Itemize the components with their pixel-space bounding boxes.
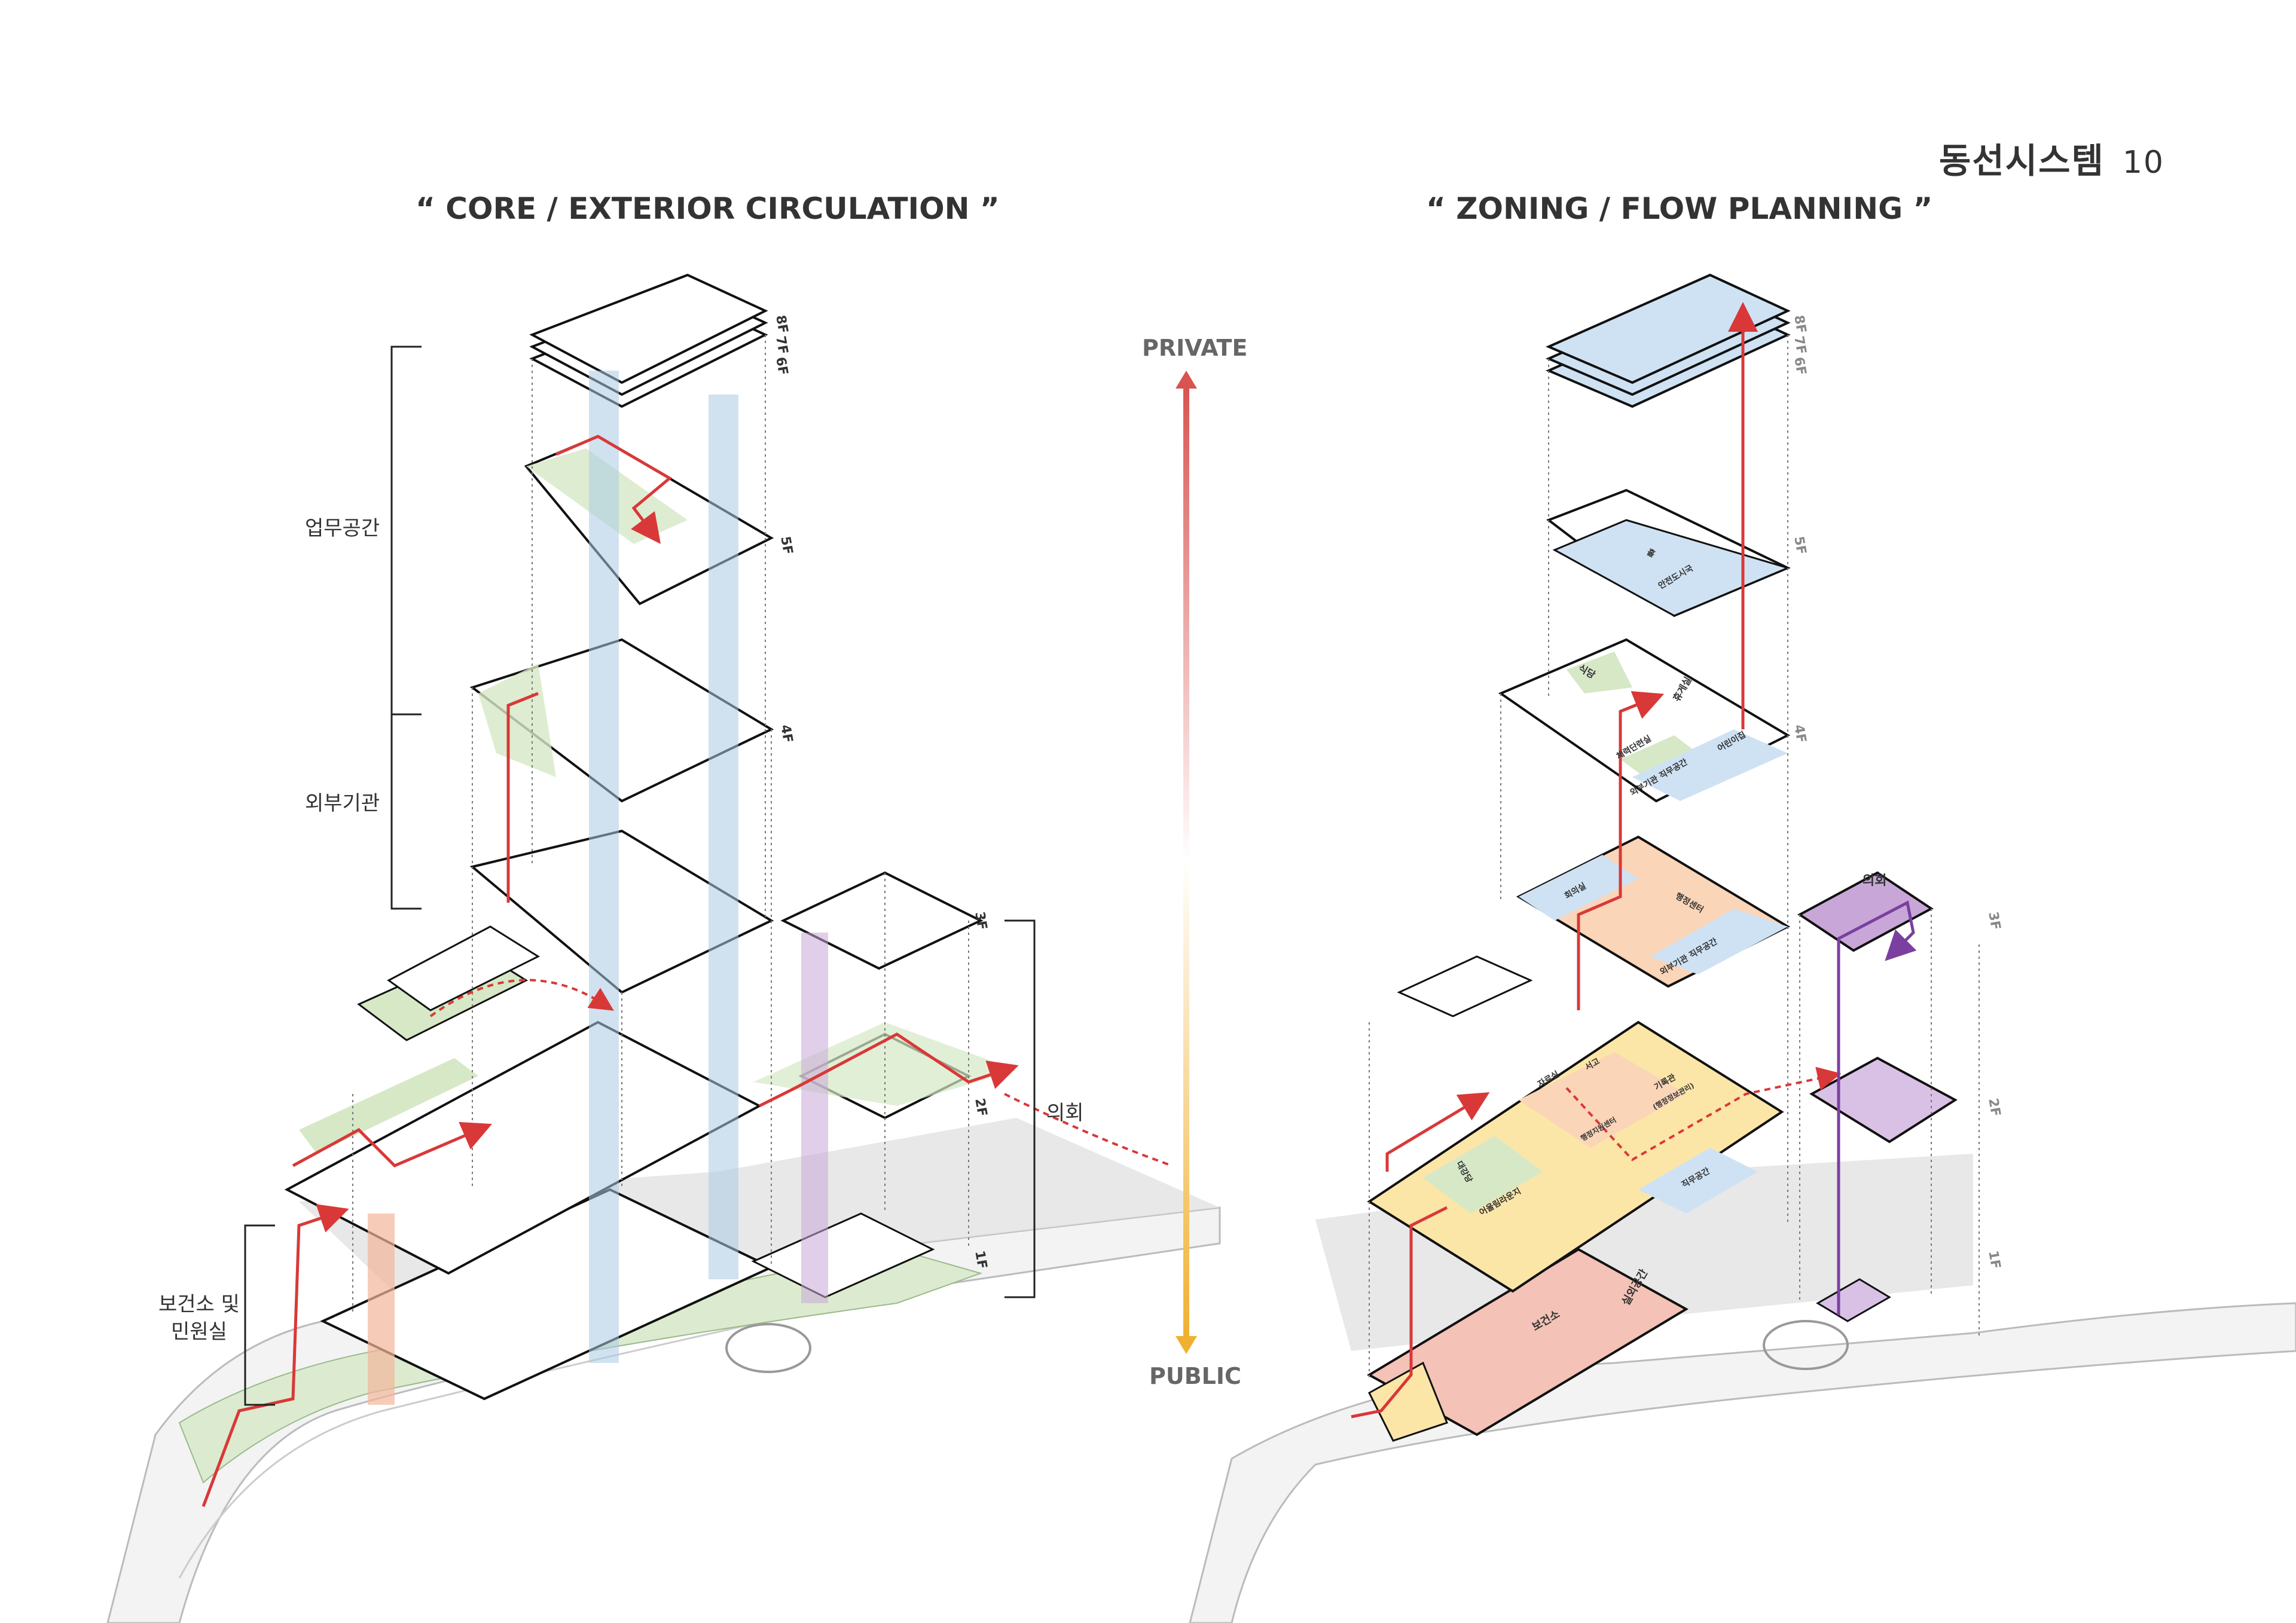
- left-route-2f: [292, 1121, 492, 1167]
- left-site-ground: [106, 1118, 1221, 1623]
- left-floor-4f: [469, 638, 774, 803]
- page-number: 10: [2122, 145, 2164, 181]
- left-floor-3f: [357, 829, 984, 1041]
- left-floor-label-2f: 2F: [972, 1097, 990, 1118]
- left-floor-label-5f: 5F: [777, 535, 796, 556]
- left-panel-title: “ CORE / EXTERIOR CIRCULATION ”: [416, 191, 1000, 226]
- left-floor-label-3f: 3F: [972, 910, 990, 931]
- left-route-council-dashed: [1004, 1093, 1173, 1167]
- label-external-agencies: 외부기관: [305, 791, 380, 815]
- right-floor-4f: [1498, 638, 1791, 803]
- right-floor-label-7f: 7F: [1791, 335, 1809, 356]
- right-floor-label-3f: 3F: [1985, 910, 2004, 931]
- right-route-council: [1837, 900, 1917, 1315]
- right-floor-3f: [1397, 835, 1934, 1017]
- left-route-5f: [555, 435, 673, 544]
- left-brackets: [244, 346, 1036, 1406]
- right-floor-label-1f: 1F: [1985, 1249, 2004, 1270]
- left-floor-label-7f: 7F: [773, 335, 791, 356]
- left-route-vertical: [506, 692, 539, 903]
- core-orange: [368, 1214, 395, 1405]
- left-floor-label-1f: 1F: [972, 1249, 990, 1270]
- right-floor-label-8f: 8F: [1791, 314, 1809, 335]
- right-floor-1f: [1367, 1248, 1891, 1442]
- axis-arrow-bottom: [1176, 1336, 1197, 1354]
- right-floor-label-2f: 2F: [1985, 1097, 2004, 1118]
- right-floor-5f: [1546, 488, 1791, 618]
- page-title: 동선시스템 10: [1939, 133, 2164, 183]
- private-public-axis: [1183, 383, 1189, 1339]
- right-floor-678f: [1546, 273, 1791, 408]
- label-office-space: 업무공간: [305, 516, 380, 540]
- right-floor-label-6f: 6F: [1791, 356, 1809, 377]
- right-floor-2f: [1367, 1020, 1958, 1293]
- left-floor-678f: [529, 273, 768, 408]
- axis-label-private: PRIVATE: [1142, 335, 1248, 361]
- label-council-right: 의회: [1863, 873, 1887, 888]
- left-floor-label-8f: 8F: [773, 314, 791, 335]
- right-route-vertical: [1577, 691, 1665, 1010]
- left-route-entrance: [201, 1204, 349, 1507]
- left-floor-label-6f: 6F: [773, 356, 791, 377]
- core-blue-b: [709, 395, 738, 1279]
- axis-label-public: PUBLIC: [1149, 1363, 1241, 1389]
- label-council-left: 의회: [1046, 1101, 1084, 1125]
- core-purple: [801, 933, 828, 1303]
- axis-arrow-top: [1176, 371, 1197, 389]
- core-blue-a: [589, 371, 619, 1363]
- right-guide-lines: [1369, 335, 1980, 1381]
- right-site-ground: [1189, 1154, 2296, 1623]
- right-route-2f-dashed: [1565, 1066, 1842, 1162]
- right-floor-label-4f: 4F: [1791, 723, 1809, 744]
- left-route-council: [758, 1032, 1019, 1108]
- right-floor-label-5f: 5F: [1791, 535, 1809, 556]
- label-health-center: 보건소 및 민원실: [158, 1292, 240, 1344]
- right-route-entrance: [1351, 1206, 1448, 1419]
- right-panel-title: “ ZONING / FLOW PLANNING ”: [1426, 191, 1933, 226]
- right-route-2f: [1385, 1092, 1490, 1172]
- page-title-text: 동선시스템: [1939, 140, 2105, 181]
- left-floor-label-4f: 4F: [777, 723, 796, 744]
- left-guide-lines: [352, 335, 969, 1315]
